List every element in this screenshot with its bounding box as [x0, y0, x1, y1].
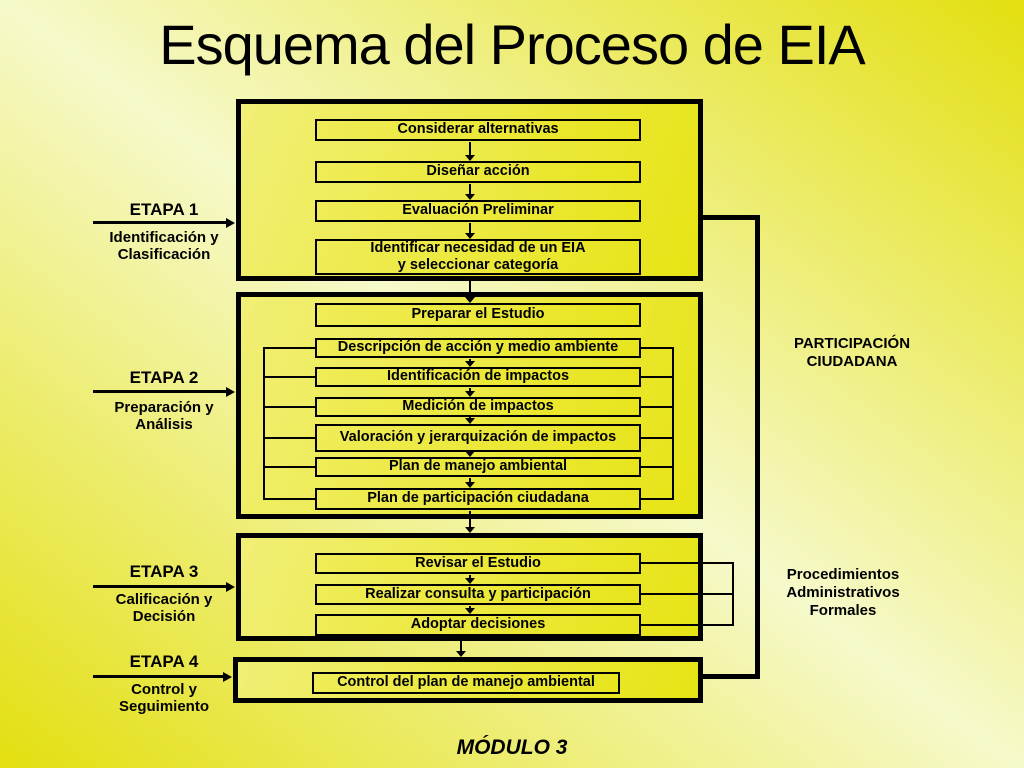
- procedures-stub-line: [641, 624, 734, 626]
- etapa-2-arrow-icon: [93, 386, 235, 397]
- box-identificar-necesidad: Identificar necesidad de un EIA y selecc…: [315, 239, 641, 275]
- bracket-stub-line: [641, 406, 674, 408]
- etapa-4-subtitle: Control y Seguimiento: [118, 681, 209, 716]
- arrow-down-icon: [465, 478, 475, 488]
- box-adoptar-decisiones: Adoptar decisiones: [315, 614, 641, 636]
- bracket-stub-line: [263, 498, 316, 500]
- procedures-stub-line: [641, 593, 734, 595]
- arrow-down-icon: [465, 575, 475, 584]
- box-plan-participacion-ciudadana: Plan de participación ciudadana: [315, 488, 641, 510]
- arrow-down-icon: [465, 388, 475, 397]
- box-medicion-impactos: Medición de impactos: [315, 397, 641, 417]
- bracket-stub-line: [263, 406, 316, 408]
- etapa-1-arrow-icon: [93, 217, 235, 228]
- stage-2-left-bracket-line: [263, 347, 265, 500]
- bracket-stub-line: [263, 347, 316, 349]
- bracket-stub-line: [641, 498, 674, 500]
- stage-2-right-bracket-line: [672, 347, 674, 500]
- participation-loop-line: [703, 215, 760, 679]
- box-identificacion-impactos: Identificación de impactos: [315, 367, 641, 387]
- arrow-down-icon: [465, 606, 475, 614]
- box-considerar-alternativas: Considerar alternativas: [315, 119, 641, 141]
- arrow-stage3-to-stage4-icon: [456, 637, 466, 657]
- bracket-stub-line: [641, 466, 674, 468]
- arrow-down-icon: [465, 417, 475, 424]
- participation-label: PARTICIPACIÓN CIUDADANA: [793, 335, 911, 370]
- etapa-3-label: ETAPA 3: [129, 562, 199, 581]
- bracket-stub-line: [641, 437, 674, 439]
- bracket-stub-line: [263, 437, 316, 439]
- procedures-label: Procedimientos Administrativos Formales: [786, 566, 900, 619]
- arrow-down-icon: [465, 142, 475, 161]
- etapa-3-arrow-icon: [93, 581, 235, 592]
- arrow-down-icon: [465, 223, 475, 239]
- etapa-1-subtitle: Identificación y Clasificación: [109, 229, 219, 264]
- box-evaluacion-preliminar: Evaluación Preliminar: [315, 200, 641, 222]
- procedures-bracket-line: [732, 562, 734, 626]
- module-footer: MÓDULO 3: [456, 736, 568, 759]
- etapa-1-label: ETAPA 1: [129, 200, 199, 219]
- box-control-plan-manejo: Control del plan de manejo ambiental: [312, 672, 620, 694]
- etapa-2-subtitle: Preparación y Análisis: [114, 399, 214, 434]
- bracket-stub-line: [263, 376, 316, 378]
- box-descripcion-accion: Descripción de acción y medio ambiente: [315, 338, 641, 358]
- arrow-stage1-to-stage2-icon: [465, 276, 475, 303]
- bracket-stub-line: [641, 347, 674, 349]
- box-plan-manejo-ambiental: Plan de manejo ambiental: [315, 457, 641, 477]
- etapa-2-label: ETAPA 2: [129, 368, 199, 387]
- arrow-down-icon: [465, 184, 475, 200]
- etapa-4-arrow-icon: [93, 671, 232, 682]
- box-disenar-accion: Diseñar acción: [315, 161, 641, 183]
- procedures-stub-line: [641, 562, 734, 564]
- arrow-down-icon: [465, 450, 475, 457]
- box-realizar-consulta: Realizar consulta y participación: [315, 584, 641, 605]
- box-revisar-estudio: Revisar el Estudio: [315, 553, 641, 574]
- etapa-4-label: ETAPA 4: [129, 652, 199, 671]
- arrow-stage2-to-stage3-icon: [465, 511, 475, 533]
- etapa-3-subtitle: Calificación y Decisión: [115, 591, 213, 626]
- slide-title: Esquema del Proceso de EIA: [159, 13, 866, 76]
- arrow-down-icon: [465, 359, 475, 367]
- bracket-stub-line: [641, 376, 674, 378]
- box-valoracion-jerarquizacion: Valoración y jerarquización de impactos: [315, 424, 641, 452]
- box-preparar-estudio: Preparar el Estudio: [315, 303, 641, 327]
- bracket-stub-line: [263, 466, 316, 468]
